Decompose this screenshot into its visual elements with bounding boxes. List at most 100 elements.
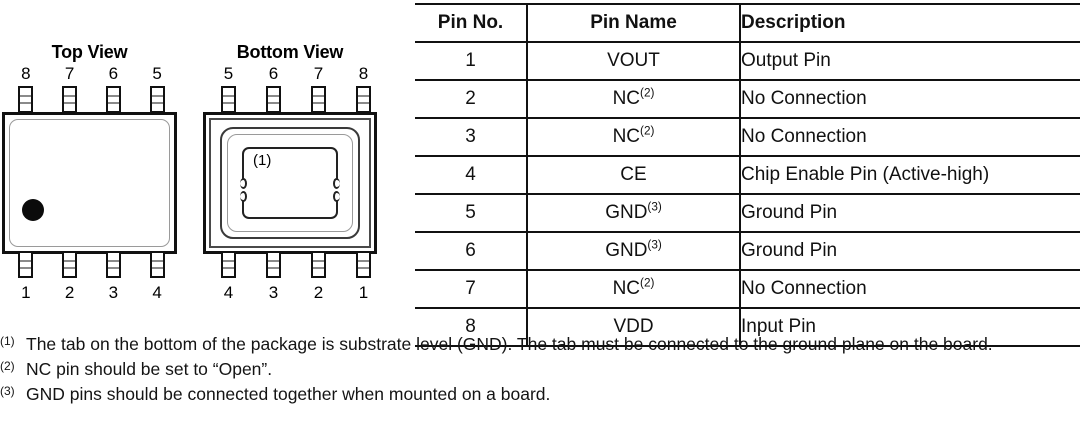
cell-description: Output Pin bbox=[740, 41, 1080, 81]
pin-name-footnote-ref: (2) bbox=[640, 276, 655, 290]
lead-slot bbox=[92, 251, 136, 278]
pin-label: 2 bbox=[64, 283, 75, 302]
cell-pin-no: 7 bbox=[415, 269, 528, 309]
pin-label: 5 bbox=[223, 64, 234, 83]
pin-description-table: Pin No. Pin Name Description 1 VOUT Output… bbox=[415, 3, 1080, 347]
footnote-item: (2) NC pin should be set to “Open”. bbox=[0, 358, 1080, 381]
cell-pin-name: VOUT bbox=[527, 41, 741, 81]
bottom-view-top-leads bbox=[200, 86, 392, 113]
tab-notch-right-icon bbox=[333, 177, 340, 202]
footnote-text: NC pin should be set to “Open”. bbox=[26, 359, 273, 379]
pin-lead bbox=[221, 86, 236, 113]
pin-name-footnote-ref: (3) bbox=[647, 238, 662, 252]
table-row: 1 VOUT Output Pin bbox=[415, 41, 1080, 81]
pin-lead bbox=[149, 251, 165, 278]
pin-label: 4 bbox=[223, 283, 234, 302]
pin-name-text: CE bbox=[620, 164, 647, 186]
pin-lead bbox=[105, 251, 121, 278]
cell-pin-name: GND(3) bbox=[527, 193, 741, 233]
cell-pin-name: VDD bbox=[527, 307, 741, 347]
footnote-text: GND pins should be connected together wh… bbox=[26, 384, 551, 404]
pin-name-text: GND bbox=[605, 202, 648, 224]
cell-description: No Connection bbox=[740, 79, 1080, 119]
pin-label: 1 bbox=[358, 283, 369, 302]
cell-pin-no: 1 bbox=[415, 41, 528, 81]
pin-label: 1 bbox=[21, 283, 31, 302]
pin-lead bbox=[105, 86, 121, 113]
pin-lead bbox=[356, 251, 371, 278]
lead-slot bbox=[251, 251, 296, 278]
bottom-view-bottom-leads bbox=[200, 251, 392, 278]
pin-label: 2 bbox=[313, 283, 324, 302]
cell-description: No Connection bbox=[740, 269, 1080, 309]
bottom-view-package-body: (1) bbox=[203, 112, 377, 254]
lead-slot bbox=[48, 251, 92, 278]
cell-pin-name: NC(2) bbox=[527, 117, 741, 157]
bottom-view-figure: Bottom View 5 6 7 8 (1) bbox=[200, 0, 380, 330]
footnote-marker: (3) bbox=[0, 384, 15, 398]
lead-slot bbox=[48, 86, 92, 113]
pin-lead bbox=[266, 251, 281, 278]
pin-label: 6 bbox=[268, 64, 279, 83]
table-header-row: Pin No. Pin Name Description bbox=[415, 3, 1080, 43]
exposed-tab-pad: (1) bbox=[240, 147, 340, 219]
lead-slot bbox=[206, 86, 251, 113]
top-view-top-pin-labels: 8 7 6 5 bbox=[2, 64, 183, 84]
top-view-top-leads bbox=[2, 86, 183, 113]
package-outline-ring-3: (1) bbox=[227, 134, 353, 232]
pin-name-text: NC bbox=[612, 126, 641, 148]
pin-lead bbox=[62, 251, 78, 278]
pin-lead bbox=[266, 86, 281, 113]
cell-description: Ground Pin bbox=[740, 193, 1080, 233]
pin-label: 6 bbox=[108, 64, 119, 83]
pin-label: 5 bbox=[152, 64, 162, 83]
cell-description: Ground Pin bbox=[740, 231, 1080, 271]
lead-slot bbox=[4, 251, 48, 278]
lead-slot bbox=[206, 251, 251, 278]
cell-pin-name: GND(3) bbox=[527, 231, 741, 271]
lead-slot bbox=[135, 86, 179, 113]
pin-name-footnote-ref: (3) bbox=[647, 200, 662, 214]
pin-label: 3 bbox=[268, 283, 279, 302]
pin-label: 8 bbox=[358, 64, 369, 83]
column-header-pin-no: Pin No. bbox=[415, 3, 528, 43]
top-view-figure: Top View 8 7 6 5 1 2 3 bbox=[2, 0, 177, 330]
lead-slot bbox=[4, 86, 48, 113]
top-view-bottom-leads bbox=[2, 251, 183, 278]
pin-name-text: VOUT bbox=[607, 50, 660, 72]
cell-pin-no: 4 bbox=[415, 155, 528, 195]
pin-label: 7 bbox=[313, 64, 324, 83]
cell-pin-no: 2 bbox=[415, 79, 528, 119]
pin-name-footnote-ref: (2) bbox=[640, 124, 655, 138]
cell-pin-name: NC(2) bbox=[527, 269, 741, 309]
footnotes-block: (1) The tab on the bottom of the package… bbox=[0, 333, 1080, 408]
package-outline-ring-2: (1) bbox=[220, 127, 360, 239]
pin-lead bbox=[311, 251, 326, 278]
footnote-marker: (1) bbox=[0, 334, 15, 348]
lead-slot bbox=[296, 251, 341, 278]
pin-name-text: NC bbox=[612, 278, 641, 300]
footnote-marker: (2) bbox=[0, 359, 15, 373]
pin-lead bbox=[18, 86, 34, 113]
pin-name-text: VDD bbox=[613, 316, 654, 338]
pin-lead bbox=[62, 86, 78, 113]
cell-pin-no: 6 bbox=[415, 231, 528, 271]
column-header-pin-name: Pin Name bbox=[527, 3, 741, 43]
package-figures: Top View 8 7 6 5 1 2 3 bbox=[0, 0, 410, 330]
top-view-bottom-pin-labels: 1 2 3 4 bbox=[2, 283, 183, 303]
lead-slot bbox=[296, 86, 341, 113]
lead-slot bbox=[251, 86, 296, 113]
bottom-view-bottom-pin-labels: 4 3 2 1 bbox=[200, 283, 392, 303]
pin-label: 4 bbox=[152, 283, 162, 302]
package-outline-ring-1: (1) bbox=[209, 118, 371, 248]
footnote-item: (3) GND pins should be connected togethe… bbox=[0, 383, 1080, 406]
pin-label: 8 bbox=[21, 64, 31, 83]
cell-pin-name: NC(2) bbox=[527, 79, 741, 119]
lead-slot bbox=[92, 86, 136, 113]
top-view-title: Top View bbox=[51, 42, 128, 62]
cell-pin-name: CE bbox=[527, 155, 741, 195]
bottom-view-top-pin-labels: 5 6 7 8 bbox=[200, 64, 392, 84]
